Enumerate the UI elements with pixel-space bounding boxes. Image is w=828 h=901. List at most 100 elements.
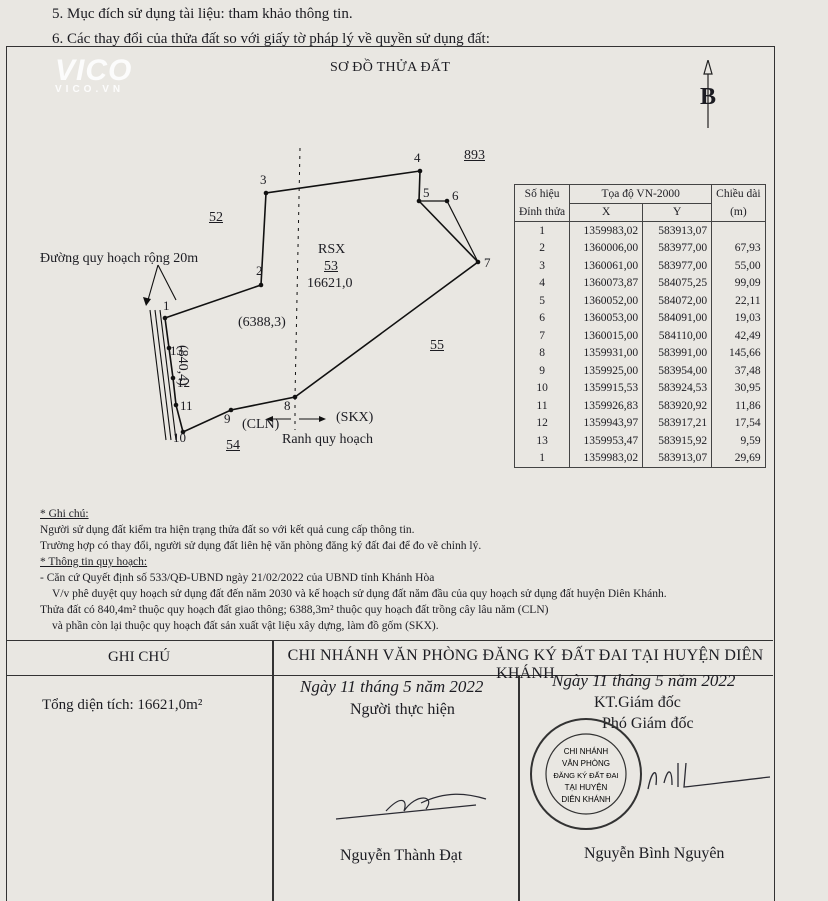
coord-cell-id: 7 bbox=[513, 327, 571, 345]
road-area: (840,4) bbox=[175, 345, 190, 386]
table-divider bbox=[272, 641, 274, 901]
coord-cell-id: 11 bbox=[513, 397, 571, 415]
stamp-line-3: ĐĂNG KÝ ĐẤT ĐAI bbox=[553, 770, 618, 780]
coord-cell-len: 145,66 bbox=[711, 344, 766, 362]
coord-cell-y: 584072,00 bbox=[642, 292, 713, 310]
quyhoach-line-1: - Căn cứ Quyết định số 533/QĐ-UBND ngày … bbox=[40, 572, 435, 584]
planning-dashed-line bbox=[294, 147, 301, 398]
road-line-c bbox=[159, 309, 177, 441]
coord-cell-id: 1 bbox=[513, 221, 571, 240]
vertex-label: 6 bbox=[452, 188, 459, 203]
boundary-label: Ranh quy hoạch bbox=[282, 432, 373, 447]
ghichu-header: GHI CHÚ bbox=[107, 649, 171, 665]
coord-cell-len: 22,11 bbox=[711, 292, 766, 310]
coord-cell-id: 3 bbox=[513, 257, 571, 275]
parcel-area: 16621,0 bbox=[307, 276, 353, 291]
coord-cell-len: 17,54 bbox=[711, 414, 766, 432]
coordinate-table: Số hiệu Tọa độ VN-2000 Chiều dài Đỉnh th… bbox=[513, 184, 766, 468]
notes-section: * Ghi chú: Người sử dụng đất kiểm tra hi… bbox=[40, 506, 770, 634]
coord-cell-y: 584075,25 bbox=[642, 274, 713, 292]
skx-arrow-icon bbox=[319, 416, 326, 422]
date-left: Ngày 11 tháng 5 năm 2022 bbox=[300, 677, 484, 696]
coord-cell-y: 583924,53 bbox=[642, 379, 713, 397]
coord-cell-y: 583920,92 bbox=[642, 397, 713, 415]
cln-label: (CLN) bbox=[242, 417, 280, 432]
road-pointer bbox=[147, 264, 159, 301]
vertex-label: 8 bbox=[284, 398, 291, 413]
coord-cell-y: 584091,00 bbox=[642, 309, 713, 327]
coord-cell-len bbox=[711, 221, 766, 240]
director-signature-icon bbox=[647, 762, 771, 790]
coord-cell-x: 1360006,00 bbox=[569, 239, 644, 257]
quyhoach-title: * Thông tin quy hoạch: bbox=[40, 556, 148, 568]
coord-cell-y: 583991,00 bbox=[642, 344, 713, 362]
cln-area: (6388,3) bbox=[238, 315, 286, 330]
road-label: Đường quy hoạch rộng 20m bbox=[40, 251, 199, 266]
coord-cell-y: 583954,00 bbox=[642, 362, 713, 380]
parcel-number: 53 bbox=[324, 259, 338, 274]
total-area: Tổng diện tích: 16621,0m² bbox=[42, 697, 203, 713]
stamp-line-4: TẠI HUYỆN bbox=[565, 783, 608, 792]
road-pointer-2 bbox=[157, 264, 177, 301]
coord-cell-id: 4 bbox=[513, 274, 571, 292]
coord-cell-len: 11,86 bbox=[711, 397, 766, 415]
coord-cell-x: 1360052,00 bbox=[569, 292, 644, 310]
coord-cell-y: 583915,92 bbox=[642, 432, 713, 450]
quyhoach-line-2: V/v phê duyệt quy hoạch sử dụng đất đến … bbox=[52, 588, 667, 600]
road-line-b bbox=[154, 309, 172, 441]
vertex-label: 1 bbox=[163, 298, 170, 313]
map-title: SƠ ĐỒ THỬA ĐẤT bbox=[330, 60, 451, 75]
map-frame bbox=[6, 46, 775, 901]
coord-cell-y: 583917,21 bbox=[642, 414, 713, 432]
date-right: Ngày 11 tháng 5 năm 2022 bbox=[552, 671, 736, 690]
coord-cell-id: 10 bbox=[513, 379, 571, 397]
coord-cell-id: 6 bbox=[513, 309, 571, 327]
coord-cell-x: 1359943,97 bbox=[569, 414, 644, 432]
coord-cell-x: 1359925,00 bbox=[569, 362, 644, 380]
vertex-label: 9 bbox=[224, 411, 231, 426]
coord-cell-x: 1359915,53 bbox=[569, 379, 644, 397]
performer-name: Nguyễn Thành Đạt bbox=[340, 847, 463, 864]
coord-cell-id: 5 bbox=[513, 292, 571, 310]
vertex-dots bbox=[162, 168, 481, 435]
col-length-unit: (m) bbox=[711, 203, 766, 222]
road-pointer-arrow-icon bbox=[143, 297, 151, 306]
signature-table: GHI CHÚ CHI NHÁNH VĂN PHÒNG ĐĂNG KÝ ĐẤT … bbox=[6, 640, 773, 901]
watermark-logo: VICO VICO.VN bbox=[55, 54, 132, 95]
coord-cell-y: 583977,00 bbox=[642, 239, 713, 257]
coord-cell-x: 1360061,00 bbox=[569, 257, 644, 275]
col-point-header: Số hiệu bbox=[513, 184, 571, 203]
coord-cell-y: 583913,07 bbox=[642, 449, 713, 468]
coord-cell-y: 583977,00 bbox=[642, 257, 713, 275]
office-header: CHI NHÁNH VĂN PHÒNG ĐĂNG KÝ ĐẤT ĐAI TẠI … bbox=[287, 647, 764, 682]
signature-table-header-row bbox=[6, 641, 773, 676]
coord-cell-x: 1360015,00 bbox=[569, 327, 644, 345]
coord-cell-x: 1359953,47 bbox=[569, 432, 644, 450]
watermark-brand: VICO bbox=[55, 54, 133, 87]
coord-cell-len: 9,59 bbox=[711, 432, 766, 450]
north-arrow-icon bbox=[703, 60, 713, 128]
coord-cell-x: 1359931,00 bbox=[569, 344, 644, 362]
kt-title: KT.Giám đốc bbox=[594, 694, 681, 711]
land-type: RSX bbox=[318, 242, 346, 257]
neighbor-parcel-893: 893 bbox=[464, 148, 485, 163]
coord-cell-id: 2 bbox=[513, 239, 571, 257]
vertex-label: 2 bbox=[256, 263, 263, 278]
quyhoach-line-4: và phần còn lại thuộc quy hoạch đất sản … bbox=[52, 620, 439, 632]
ghichu-line-1: Người sử dụng đất kiểm tra hiện trạng th… bbox=[40, 524, 415, 536]
